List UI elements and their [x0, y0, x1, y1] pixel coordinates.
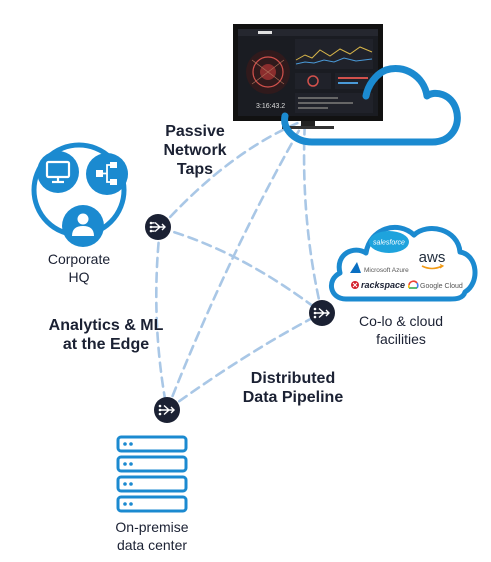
link-datacenter-to-monitor — [165, 118, 307, 412]
link-datacenter-to-colo — [165, 311, 324, 412]
colo-cloud-logos: salesforce aws Microsoft Azure rackspace… — [329, 224, 478, 302]
user-icon — [72, 213, 94, 236]
google-cloud-logo: Google Cloud — [407, 280, 463, 290]
label-line: Data Pipeline — [242, 389, 344, 406]
dashed-connections — [155, 118, 324, 412]
network-tap-icon — [145, 214, 335, 423]
label-corporate-hq: Corporate HQ — [34, 250, 124, 286]
dashboard-monitor: 3:16:43.2 — [233, 24, 383, 129]
label-line: Taps — [176, 161, 214, 178]
tap-node-colo — [309, 300, 335, 326]
svg-text:Microsoft Azure: Microsoft Azure — [364, 267, 409, 274]
label-line: facilities — [376, 331, 426, 347]
monitor-icon — [45, 160, 71, 184]
tap-node-datacenter — [154, 397, 180, 423]
cloud-icon — [318, 65, 461, 146]
aws-logo: aws — [419, 249, 446, 270]
link-colo-to-monitor — [302, 118, 324, 315]
network-hierarchy-icon — [96, 162, 117, 185]
corporate-hq-icon-group — [31, 142, 128, 247]
label-line: On-premise — [115, 519, 189, 535]
tap-node-hq — [145, 214, 171, 240]
svg-text:Google Cloud: Google Cloud — [420, 283, 463, 290]
rackspace-logo: rackspace — [351, 280, 405, 290]
label-colo-cloud-facilities: Co-lo & cloud facilities — [346, 312, 456, 348]
label-line: Passive — [165, 123, 225, 140]
svg-text:salesforce: salesforce — [373, 240, 405, 247]
label-line: Corporate — [47, 251, 111, 267]
label-line: at the Edge — [62, 336, 150, 353]
salesforce-logo: salesforce — [369, 231, 409, 253]
svg-text:aws: aws — [419, 249, 446, 266]
label-line: Network — [163, 142, 227, 159]
label-distributed-data-pipeline: Distributed Data Pipeline — [228, 369, 358, 407]
link-hq-to-colo — [158, 226, 324, 315]
dashboard-readout: 3:16:43.2 — [256, 103, 285, 110]
azure-logo: Microsoft Azure — [350, 262, 409, 274]
label-line: HQ — [68, 269, 90, 285]
link-hq-to-monitor — [158, 118, 307, 230]
label-analytics-ml: Analytics & ML at the Edge — [36, 316, 176, 354]
label-line: Co-lo & cloud — [358, 313, 444, 329]
label-line: Distributed — [250, 370, 336, 387]
svg-text:rackspace: rackspace — [361, 280, 405, 290]
link-hq-to-datacenter — [155, 226, 169, 412]
server-rack-icon — [116, 435, 188, 513]
label-passive-network-taps: Passive Network Taps — [150, 122, 240, 179]
label-on-premise-data-center: On-premise data center — [102, 518, 202, 554]
label-line: data center — [116, 537, 188, 553]
label-line: Analytics & ML — [48, 317, 164, 334]
